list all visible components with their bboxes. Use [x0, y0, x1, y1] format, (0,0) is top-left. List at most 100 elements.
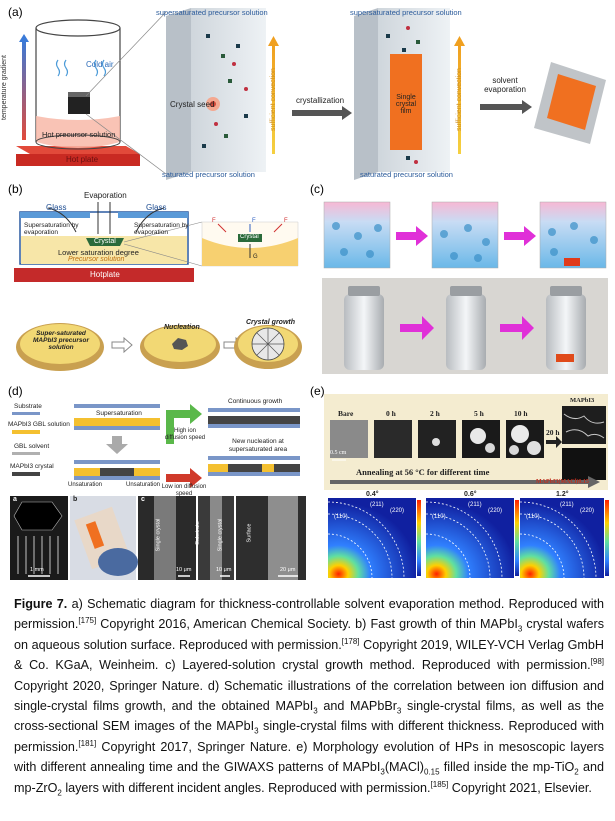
- peak-211-label-1: (211): [370, 502, 384, 508]
- caption-text: Copyright 2020, Springer Nature. d) Sche…: [14, 678, 604, 714]
- gbl-solvent-label: GBL solvent: [14, 443, 50, 450]
- force-left-label: F: [212, 218, 216, 224]
- scale-c1-label: 10 μm: [176, 567, 192, 573]
- unsaturation-left-label: Unsaturation: [68, 482, 103, 488]
- supersaturation-right-label: Supersaturation by evaporation: [134, 222, 189, 236]
- panel-c: (c): [308, 182, 610, 382]
- panel-b-schematic: [14, 202, 302, 371]
- dish2-label: Nucleation: [164, 324, 200, 331]
- supersaturation-label: Supersaturation: [96, 410, 142, 417]
- mapbi3-crystal-label: MAPbI3 crystal: [10, 463, 54, 470]
- panel-a: (a): [1, 4, 611, 180]
- caption-text: single-crystal films, as well as the cro…: [14, 699, 604, 734]
- caption-text: single-crystal films with different thic…: [14, 719, 604, 754]
- sufficient-convection-label-1: sufficient convection: [269, 68, 277, 131]
- caption-subscript: 2: [57, 788, 62, 798]
- scale-c2-label: 10 μm: [216, 567, 232, 573]
- caption-text: and MAPbBr: [317, 699, 397, 714]
- zoom-crystal-label: Crystal: [240, 234, 259, 240]
- scale-label: 0.5 cm: [330, 450, 347, 456]
- peak-110-label-1: (110): [334, 514, 348, 520]
- time-label-2h: 2 h: [430, 409, 440, 418]
- caption-text: crystal wafers on aqueous solution surfa…: [14, 617, 604, 652]
- caption-ref[interactable]: [98]: [590, 657, 604, 667]
- glass-left-label: Glass: [46, 203, 67, 212]
- crystallization-label: crystallization: [296, 96, 345, 105]
- panel-a-schematic: [16, 8, 606, 180]
- sem-substrate-label: Substrate: [194, 521, 201, 545]
- mapbi3-gbl-label: MAPbI3 GBL solution: [8, 421, 70, 428]
- sem-surface-label: Surface: [246, 523, 253, 543]
- lower-saturation-label: Lower saturation degree: [58, 248, 139, 257]
- temperature-gradient-label: temperature gradient: [0, 55, 8, 120]
- caption-ref[interactable]: [175]: [78, 616, 97, 626]
- crystal-seed-label: Crystal seed: [170, 100, 215, 109]
- peak-220-label-3: (220): [580, 508, 595, 514]
- substrate-label: Substrate: [14, 403, 42, 410]
- caption-subscript: 0.15: [423, 767, 440, 777]
- supersaturated-label-1: supersaturated precursor solution: [156, 8, 268, 17]
- hotplate-label: Hotplate: [90, 270, 120, 279]
- sem-single-crystal-1-label: Single crystal: [155, 518, 162, 552]
- continuous-growth-label: Continuous growth: [228, 398, 283, 405]
- caption-ref[interactable]: [178]: [341, 636, 360, 646]
- force-center-label: F: [252, 218, 256, 224]
- caption-subscript: 3: [313, 706, 318, 716]
- high-ion-label: High ion diffusion speed: [164, 428, 206, 441]
- glass-right-label: Glass: [146, 203, 167, 212]
- time-label-0h: 0 h: [386, 409, 396, 418]
- panel-e-images: [324, 394, 609, 579]
- time-label-bare: Bare: [338, 409, 354, 418]
- caption-ref[interactable]: [185]: [430, 779, 449, 789]
- panel-b-label: (b): [8, 182, 23, 196]
- caption-text: Copyright 2017, Springer Nature. e) Morp…: [14, 739, 604, 775]
- caption-text: (MACl): [384, 760, 424, 775]
- caption-subscript: 3: [517, 624, 523, 634]
- solvent-evaporation-label: solvent evaporation: [484, 76, 526, 94]
- peak-110-label-3: (110): [526, 514, 540, 520]
- time-label-10h: 10 h: [514, 409, 528, 418]
- evaporation-label: Evaporation: [84, 191, 127, 200]
- mapbi3-label: MAPbI3: [570, 397, 595, 404]
- peak-211-label-3: (211): [560, 502, 574, 508]
- angle-label-1: 0.6°: [464, 491, 477, 498]
- caption-text: filled inside the mp-TiO: [439, 760, 575, 775]
- supersaturation-left-label: Supersaturation by evaporation: [24, 222, 79, 236]
- unsaturation-right-label: Unsaturation: [126, 482, 161, 488]
- saturated-label-1: saturated precursor solution: [162, 170, 255, 179]
- panel-b: (b): [6, 182, 306, 382]
- force-right-label: F: [284, 218, 288, 224]
- panel-c-label: (c): [310, 182, 324, 196]
- new-nucleation-label: New nucleation at supersaturated area: [228, 438, 288, 453]
- scale-c3-label: 20 μm: [280, 567, 296, 573]
- single-crystal-film-label: Single crystal film: [395, 94, 417, 115]
- figure-label: Figure 7.: [14, 597, 68, 611]
- dish1-label: Super-saturated MAPbI3 precursor solutio…: [33, 330, 89, 351]
- caption-ref[interactable]: [181]: [78, 738, 97, 748]
- annealing-label: Annealing at 56 °C for different time: [356, 467, 490, 477]
- sufficient-convection-label-2: sufficient convection: [455, 68, 463, 131]
- figure-caption: Figure 7. a) Schematic diagram for thick…: [14, 594, 604, 798]
- sub-c-label: c: [141, 496, 145, 503]
- low-ion-label: Low ion diffusion speed: [161, 484, 207, 497]
- sem-single-crystal-2-label: Single crystal: [217, 518, 224, 552]
- angle-label-0: 0.4°: [366, 491, 379, 498]
- caption-subscript: 3: [396, 706, 402, 716]
- cold-air-label: Cold air: [86, 60, 114, 69]
- caption-subscript: 3: [254, 726, 259, 736]
- sub-b-label: b: [73, 496, 78, 503]
- twenty-h-label: 20 h: [546, 428, 560, 437]
- caption-text: a) Schematic diagram for thickness-contr…: [14, 597, 605, 632]
- crystal-label: Crystal: [94, 238, 116, 245]
- caption-text: Copyright 2019, WILEY-VCH Verlag GmbH & …: [14, 637, 604, 673]
- caption-text: Copyright 2016, American Chemical Societ…: [96, 617, 518, 632]
- mapbi3-macl-label: MAPbI3(MACl)0.15: [536, 479, 589, 485]
- caption-text: layers with different incident angles. R…: [61, 780, 431, 795]
- panel-e: (e) Bare 0 h 2 h 5 h: [308, 384, 610, 582]
- caption-subscript: 3: [380, 767, 385, 777]
- supersaturated-label-2: supersaturated precursor solution: [350, 8, 462, 17]
- caption-text: and mp-ZrO: [14, 760, 604, 795]
- panel-e-label: (e): [310, 384, 325, 398]
- time-label-5h: 5 h: [474, 409, 484, 418]
- peak-220-label-2: (220): [488, 508, 503, 514]
